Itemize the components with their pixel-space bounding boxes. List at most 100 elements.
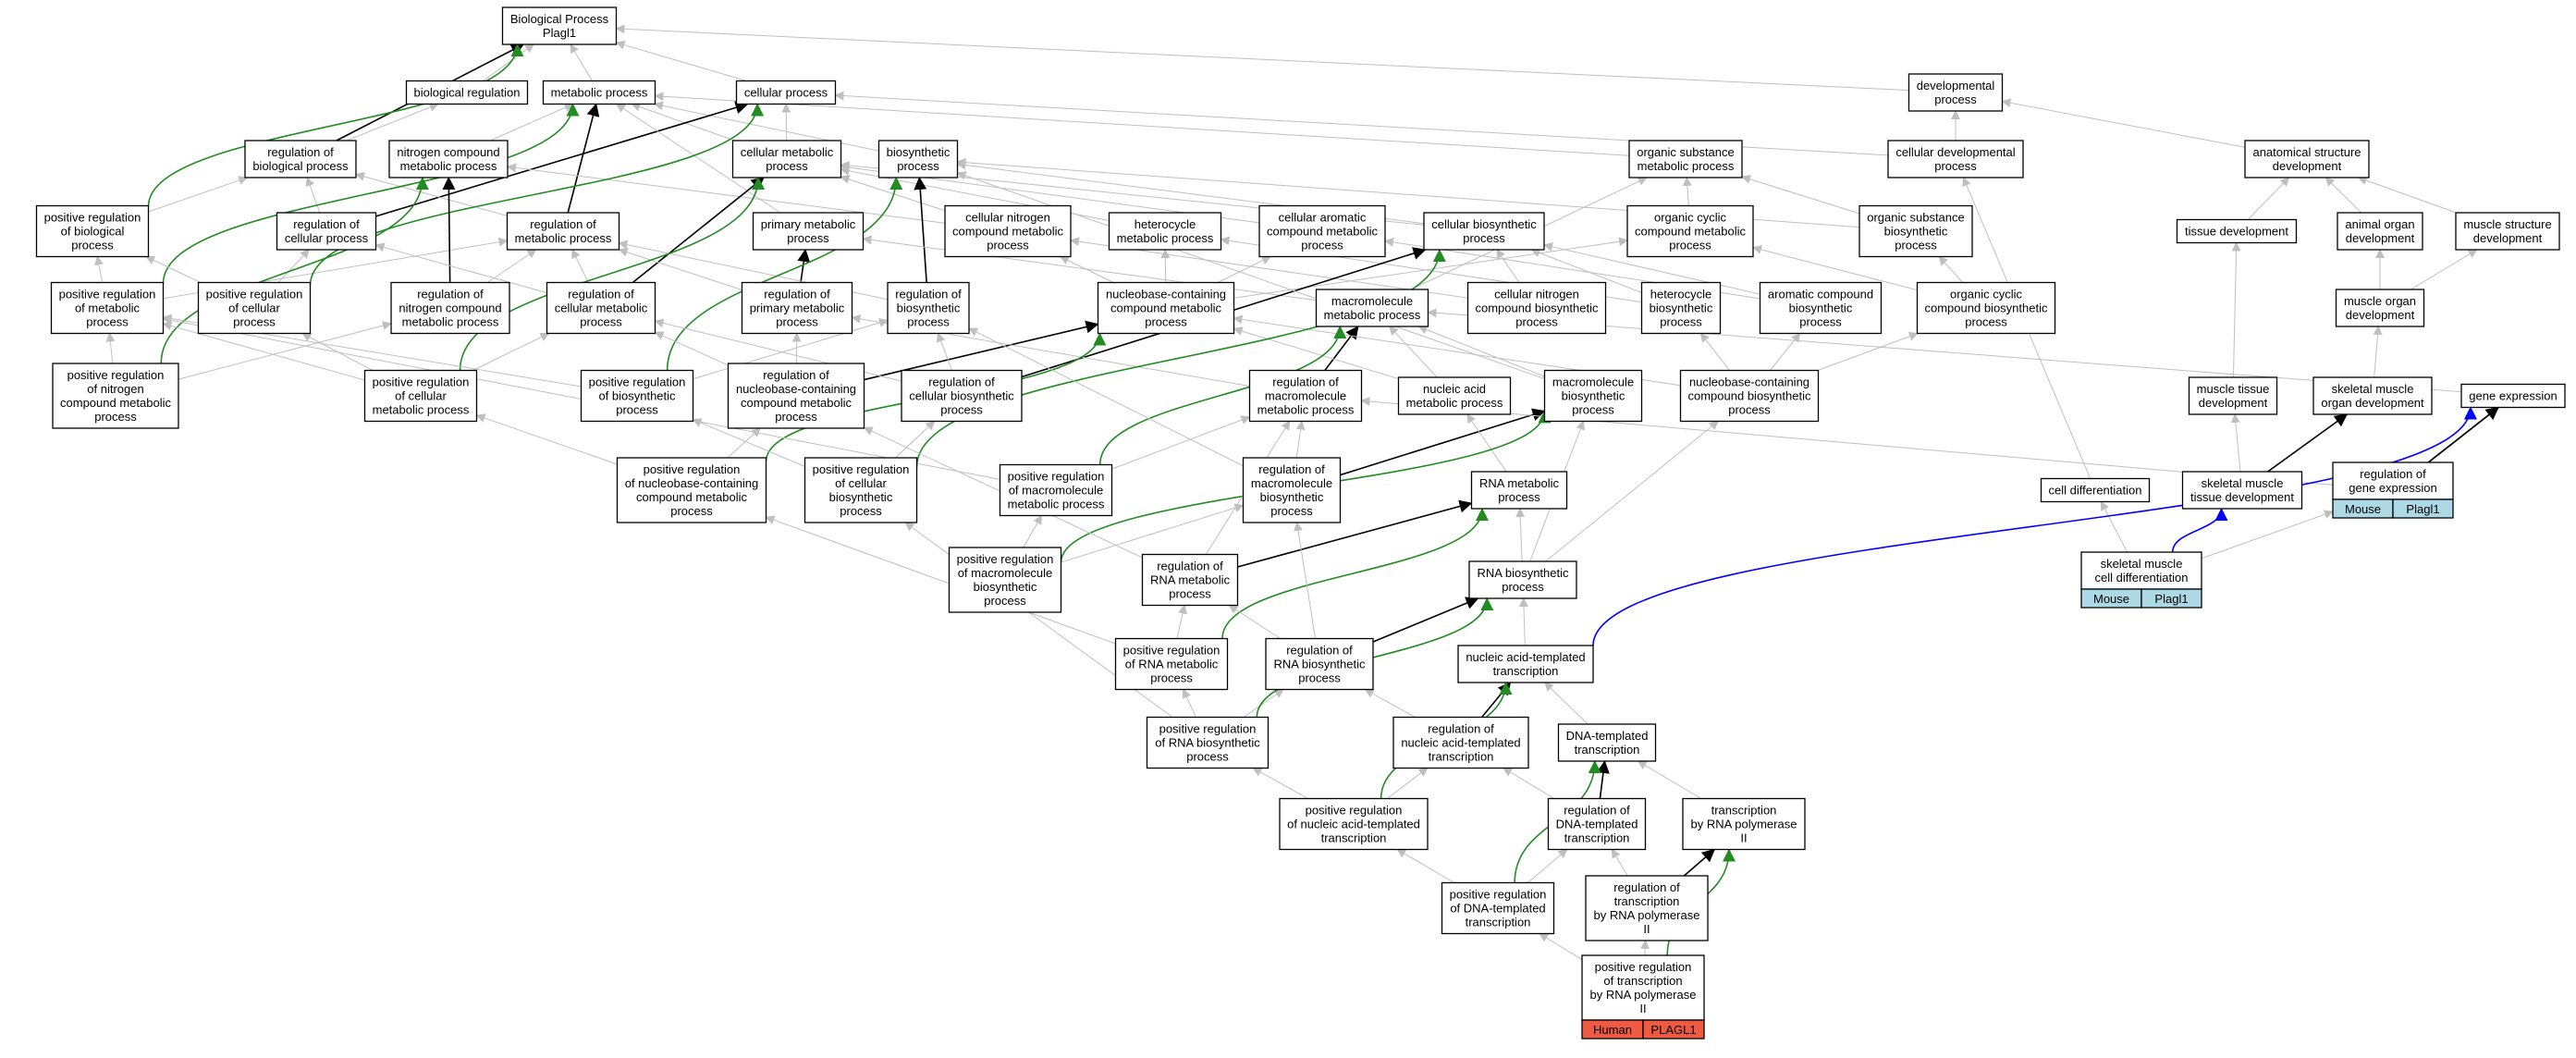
- go-term-label: primary metabolic: [750, 301, 845, 315]
- go-term-label: process: [1660, 315, 1702, 329]
- go-term-node-tissdev[interactable]: tissue development: [2176, 218, 2298, 244]
- go-term-node-geneexpr[interactable]: gene expression: [2460, 383, 2566, 409]
- go-term-node-cellproc[interactable]: cellular process: [735, 80, 837, 105]
- go-term-label: heterocycle: [1650, 288, 1711, 301]
- relation-edge: [472, 332, 550, 371]
- go-term-label: regulation of: [1258, 462, 1325, 476]
- go-term-box: [1423, 212, 1545, 251]
- go-term-label: regulation of: [763, 368, 829, 382]
- go-term-node-bioreg[interactable]: biological regulation: [405, 80, 529, 105]
- go-term-label: gene expression: [2349, 481, 2436, 495]
- relation-edge: [1111, 415, 1251, 470]
- relation-edge: [615, 103, 781, 214]
- go-term-node-celldiff[interactable]: cell differentiation: [2040, 477, 2151, 503]
- go-term-box: [197, 281, 312, 335]
- go-term-box: [1108, 212, 1222, 251]
- go-term-node-metab[interactable]: metabolic process: [542, 80, 656, 105]
- go-term-box: [244, 140, 357, 178]
- go-term-node-regmacrobiosyn[interactable]: regulation ofmacromoleculebiosyntheticpr…: [1242, 457, 1342, 523]
- relation-edge: [375, 101, 749, 217]
- go-term-box: [1581, 954, 1705, 1021]
- relation-edge: [1243, 688, 1284, 718]
- go-term-label: positive regulation: [589, 375, 686, 389]
- go-term-label: transcription: [1493, 664, 1559, 678]
- go-term-label: macromolecule: [1331, 294, 1413, 308]
- go-term-label: process: [1502, 580, 1544, 594]
- go-term-label: DNA-templated: [1556, 818, 1638, 831]
- go-term-node-regnbcmp[interactable]: regulation ofnucleobase-containingcompou…: [727, 363, 865, 429]
- relation-edge: [1098, 326, 1347, 465]
- go-term-label: process: [580, 315, 622, 329]
- relation-edge: [1221, 508, 1489, 639]
- relation-edge: [1396, 848, 1455, 883]
